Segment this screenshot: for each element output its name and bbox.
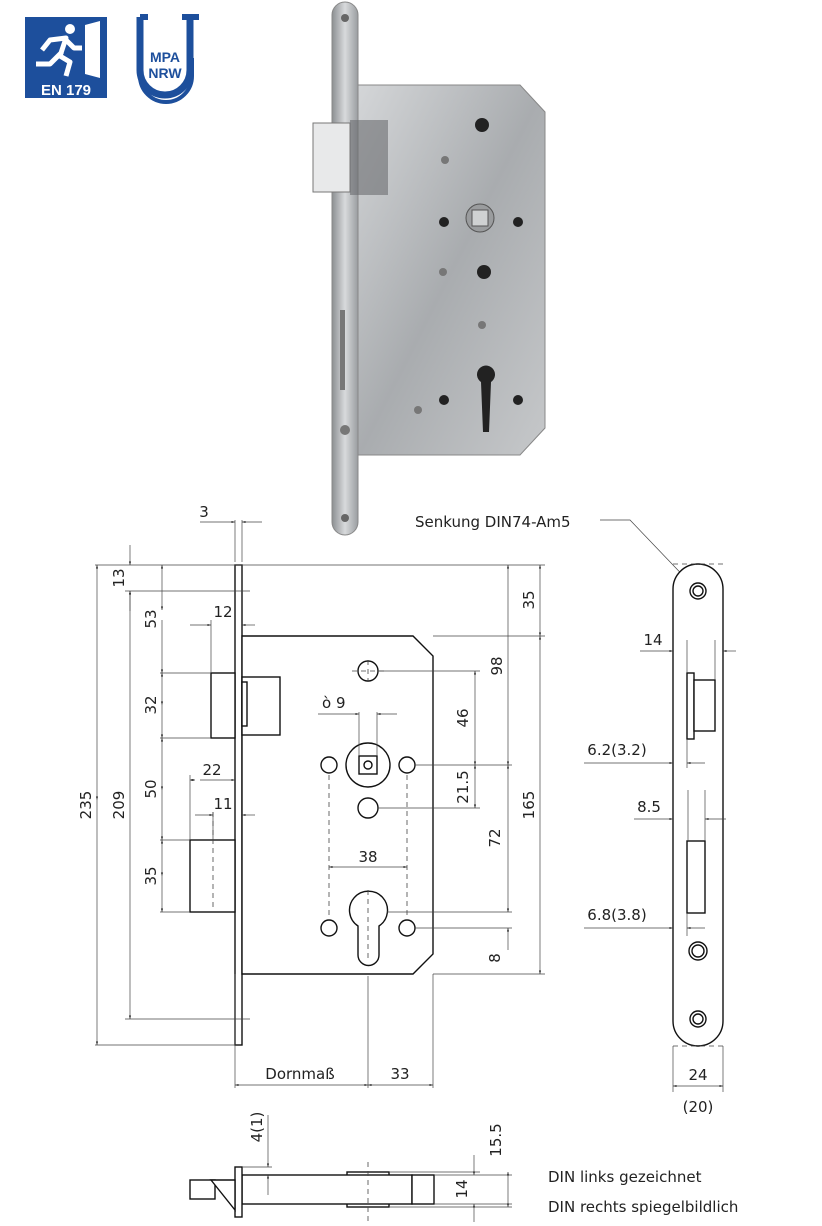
dim-20: (20) <box>683 1098 714 1116</box>
dim-32: 32 <box>142 695 160 714</box>
dim-11: 11 <box>213 795 232 813</box>
dim-6-8: 6.8(3.8) <box>587 906 646 924</box>
dim-209: 209 <box>110 791 128 820</box>
en179-logo: EN 179 <box>25 17 107 99</box>
dim-35-deadbolt: 35 <box>142 866 160 885</box>
body-top-view <box>241 1174 413 1205</box>
dim-21-5: 21.5 <box>454 770 472 803</box>
dim-46: 46 <box>454 708 472 727</box>
dim-35-top: 35 <box>520 590 538 609</box>
dim-8-5: 8.5 <box>637 798 661 816</box>
faceplate-view: Senkung DIN74-Am5 14 6.2(3.2) 8.5 6.8(3.… <box>415 513 736 1116</box>
dim-50: 50 <box>142 779 160 798</box>
dim-backset: Dornmaß <box>265 1065 334 1083</box>
note-din-right: DIN rechts spiegelbildlich <box>548 1198 738 1216</box>
dead-bolt <box>189 839 236 913</box>
countersink-label: Senkung DIN74-Am5 <box>415 513 571 531</box>
lock-photo <box>312 1 546 536</box>
dim-38: 38 <box>358 848 377 866</box>
note-din-left: DIN links gezeichnet <box>548 1168 702 1186</box>
dim-33: 33 <box>390 1065 409 1083</box>
front-view: 3 13 53 32 50 35 235 209 12 22 11 ò 9 38… <box>77 503 545 1088</box>
dim-8: 8 <box>486 953 504 963</box>
dim-22: 22 <box>202 761 221 779</box>
faceplate <box>234 564 243 1046</box>
dim-24: 24 <box>688 1066 707 1084</box>
en179-label: EN 179 <box>41 82 91 99</box>
dim-13: 13 <box>110 568 128 587</box>
dim-14-body: 14 <box>453 1179 471 1198</box>
dim-72: 72 <box>486 828 504 847</box>
mpa-nrw-logo: MPA NRW <box>136 14 199 104</box>
faceplate-front <box>672 563 724 1047</box>
dim-6-2: 6.2(3.2) <box>587 741 646 759</box>
dim-165: 165 <box>520 791 538 820</box>
cylinder-cutout <box>348 890 389 967</box>
dim-235: 235 <box>77 791 95 820</box>
dim-15-5: 15.5 <box>487 1123 505 1156</box>
dim-square-9: ò 9 <box>322 694 346 712</box>
nrw-label: NRW <box>148 65 182 81</box>
dim-14-latch: 14 <box>643 631 662 649</box>
dim-12: 12 <box>213 603 232 621</box>
dim-98: 98 <box>488 656 506 675</box>
dim-53: 53 <box>142 609 160 628</box>
mpa-label: MPA <box>150 49 180 65</box>
bottom-view: 4(1) 14 15.5 <box>189 1112 512 1222</box>
emergency-exit-icon <box>36 21 100 78</box>
dim-4-1: 4(1) <box>248 1112 266 1143</box>
lock-body <box>241 635 434 975</box>
latch-bolt <box>210 672 236 739</box>
dim-3: 3 <box>199 503 209 521</box>
